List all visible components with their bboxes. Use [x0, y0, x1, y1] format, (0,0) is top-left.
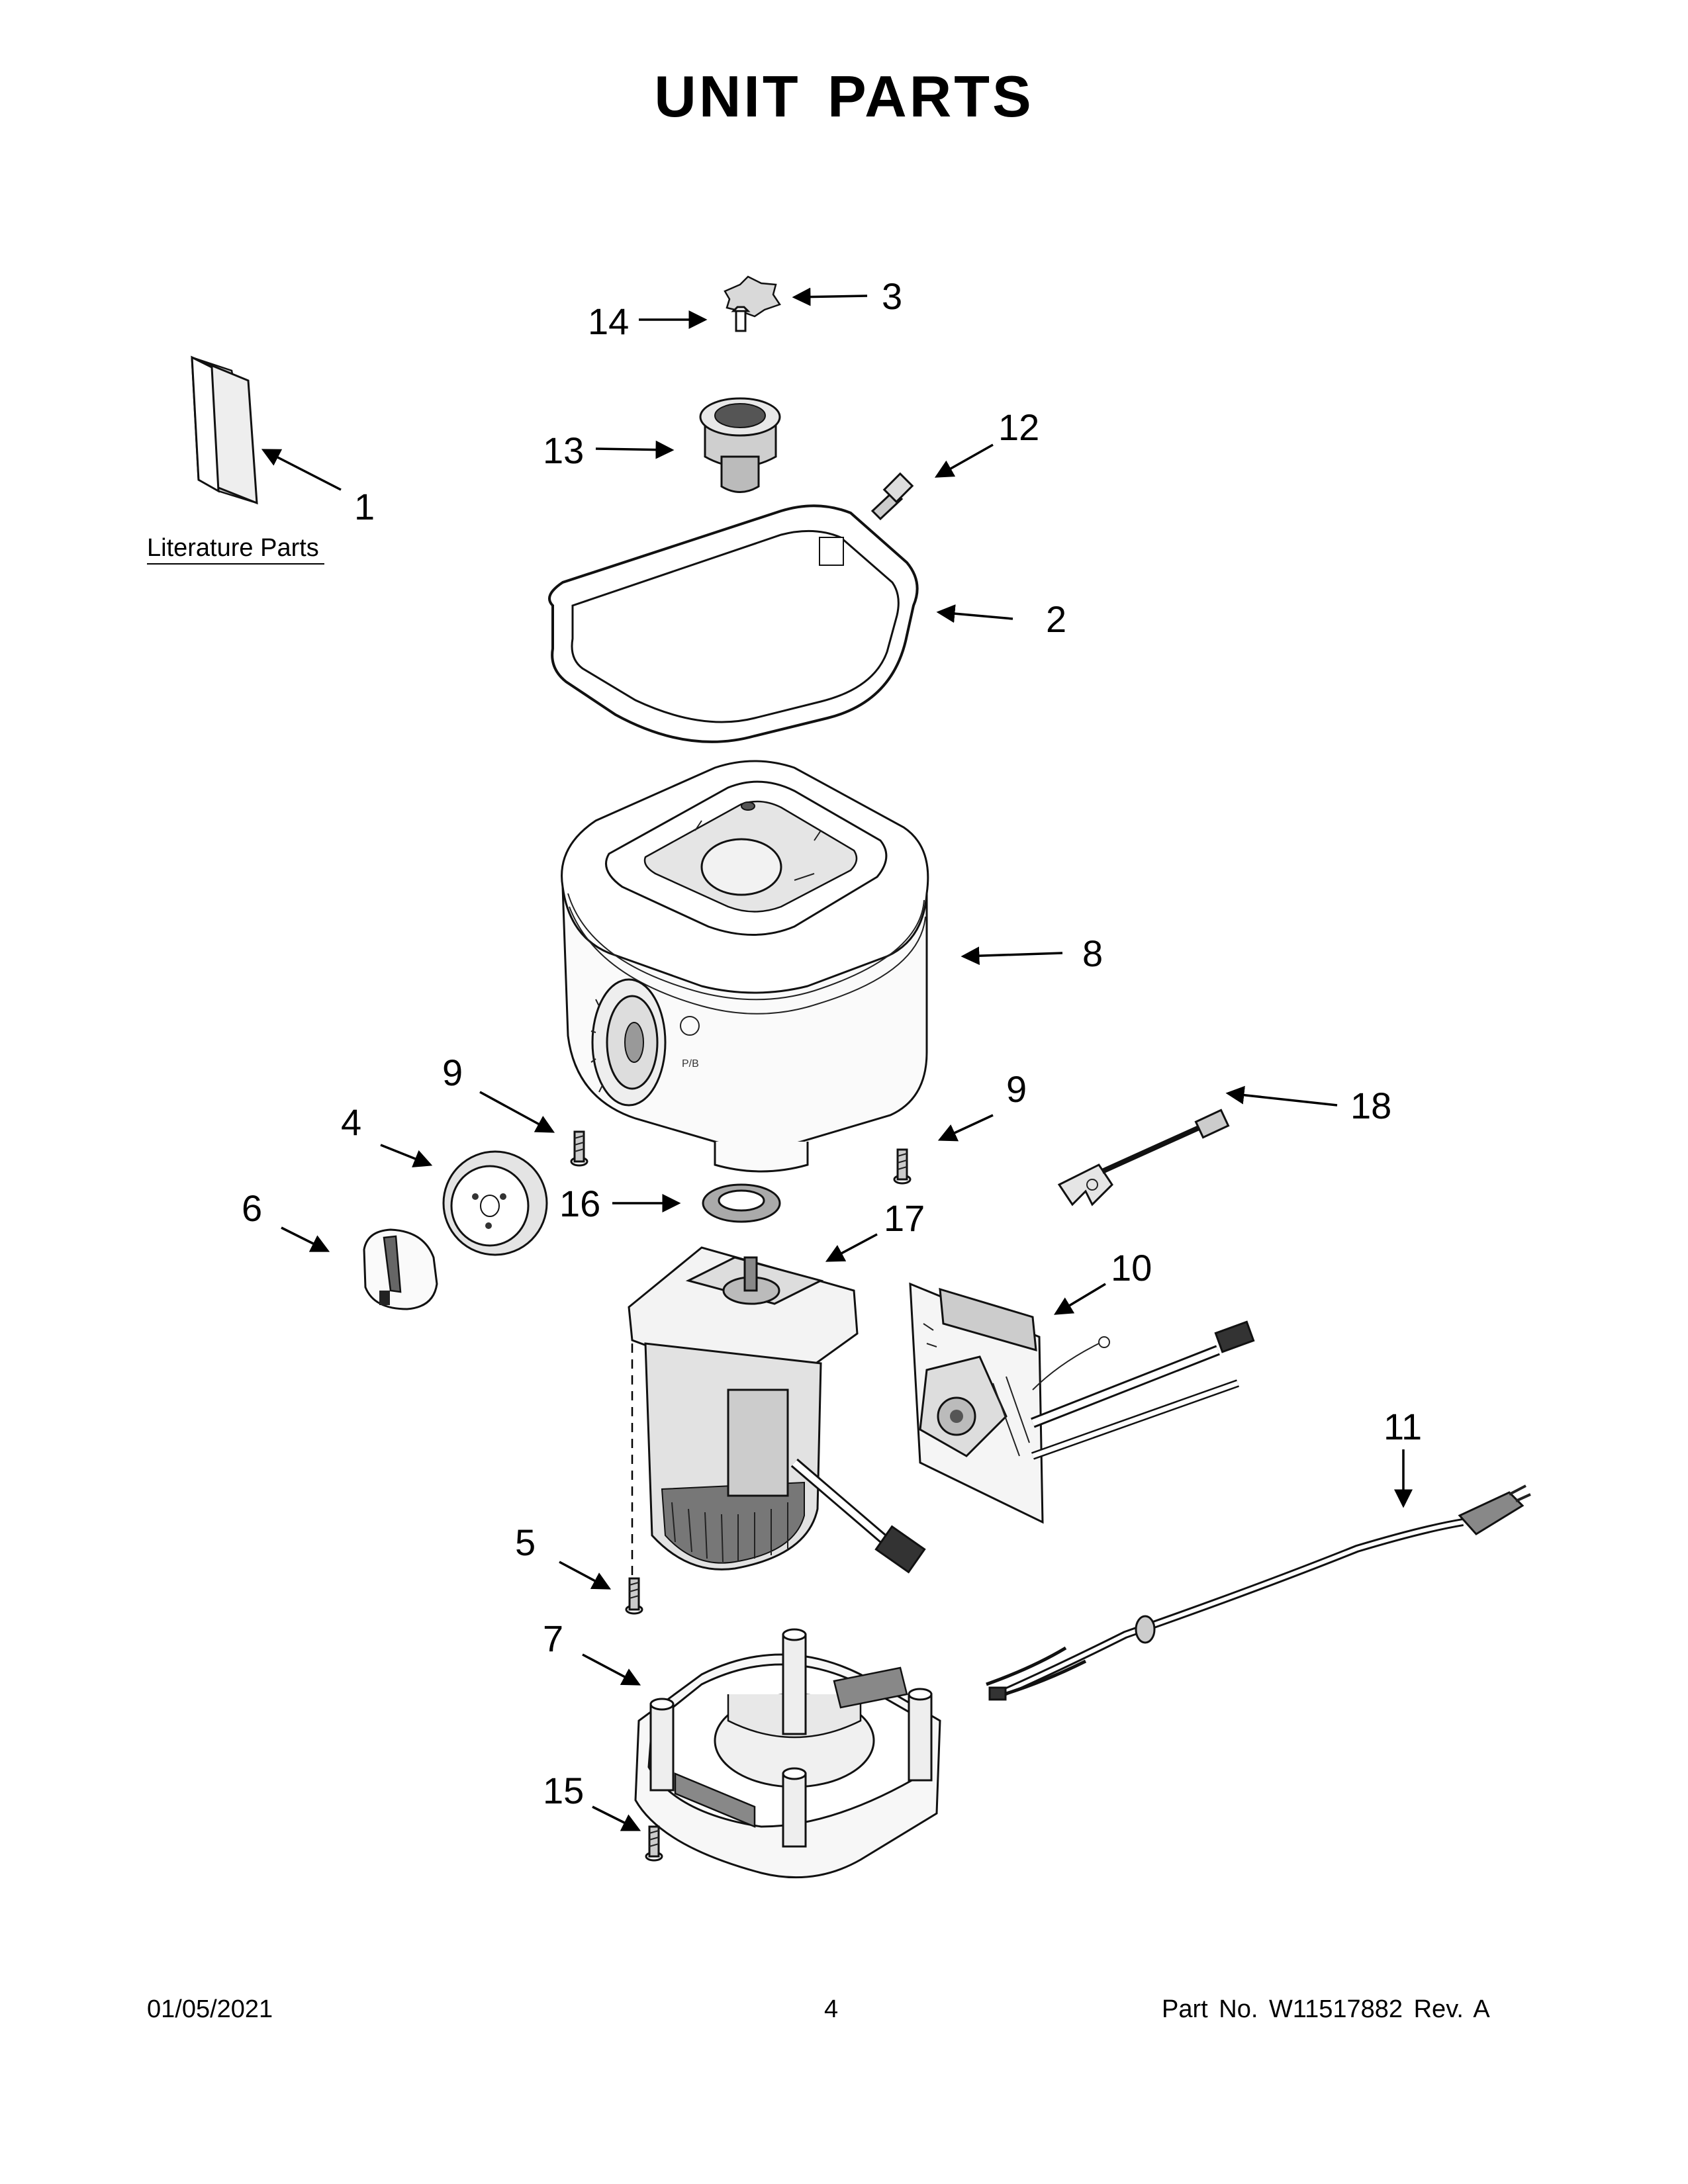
- callout-14: 14: [588, 300, 629, 342]
- arrow-5: [559, 1561, 612, 1590]
- arrow-9-right: [937, 1114, 994, 1142]
- screw-part-9-right: [893, 1148, 912, 1185]
- literature-booklet: [191, 355, 258, 505]
- callout-numbers: 1 2 3 4 5 6 7 8 9 9 10 11 12 13 14 15 16…: [242, 275, 1422, 1811]
- drive-coupling-part: [699, 397, 781, 493]
- page-title: UNIT PARTS: [654, 64, 1034, 129]
- callout-6: 6: [242, 1187, 262, 1229]
- sensor-bracket-part: [1057, 1109, 1230, 1206]
- footer-date: 01/05/2021: [147, 1995, 273, 2023]
- arrow-7: [582, 1653, 641, 1686]
- arrow-17: [825, 1233, 878, 1262]
- arrow-12: [934, 443, 994, 478]
- screw-part-9-left: [570, 1130, 588, 1167]
- base-part: [634, 1628, 941, 1879]
- arrow-4: [380, 1144, 433, 1167]
- callout-12: 12: [998, 406, 1039, 448]
- knob-part: [363, 1228, 438, 1310]
- callout-18: 18: [1350, 1085, 1391, 1126]
- callout-7: 7: [543, 1617, 563, 1659]
- control-board-part: [909, 1282, 1255, 1524]
- callout-17: 17: [884, 1197, 925, 1239]
- callout-2: 2: [1046, 598, 1066, 640]
- gasket-ring-part: [548, 504, 919, 743]
- callout-15: 15: [543, 1770, 584, 1811]
- arrow-10: [1053, 1283, 1106, 1315]
- callout-9-right: 9: [1006, 1068, 1027, 1110]
- footer-part-number: Part No. W11517882 Rev. A: [1162, 1995, 1490, 2023]
- callout-5: 5: [515, 1522, 536, 1563]
- callout-16: 16: [559, 1183, 600, 1224]
- callout-10: 10: [1111, 1247, 1152, 1289]
- callout-3: 3: [882, 275, 902, 317]
- callout-11: 11: [1383, 1406, 1422, 1447]
- housing-small-text: P/B: [682, 1058, 699, 1069]
- arrow-2: [936, 604, 1013, 623]
- callout-13: 13: [543, 430, 584, 471]
- arrow-18: [1225, 1085, 1338, 1107]
- screw-part-12: [870, 472, 914, 521]
- motor-part: [628, 1246, 926, 1575]
- arrow-1: [261, 449, 342, 491]
- dial-ring-part: [442, 1150, 548, 1256]
- callout-8: 8: [1082, 933, 1103, 974]
- arrow-15: [592, 1805, 641, 1831]
- screw-part-5: [625, 1577, 643, 1615]
- arrow-3: [792, 287, 868, 306]
- literature-parts-label: Literature Parts: [147, 534, 319, 562]
- callout-1: 1: [354, 486, 375, 527]
- arrow-8: [961, 946, 1063, 966]
- leader-arrows: [261, 287, 1413, 1831]
- footer-page-number: 4: [824, 1995, 839, 2023]
- callout-4: 4: [341, 1101, 361, 1143]
- arrow-6: [281, 1226, 330, 1252]
- callout-9-left: 9: [442, 1052, 463, 1093]
- screw-part-15: [645, 1825, 663, 1862]
- pin-part: [731, 306, 751, 332]
- main-housing-part: P/B: [561, 760, 929, 1173]
- arrow-9-left: [479, 1091, 555, 1133]
- power-cord-part: [986, 1484, 1531, 1701]
- washer-part: [702, 1183, 781, 1223]
- arrow-13: [595, 440, 675, 459]
